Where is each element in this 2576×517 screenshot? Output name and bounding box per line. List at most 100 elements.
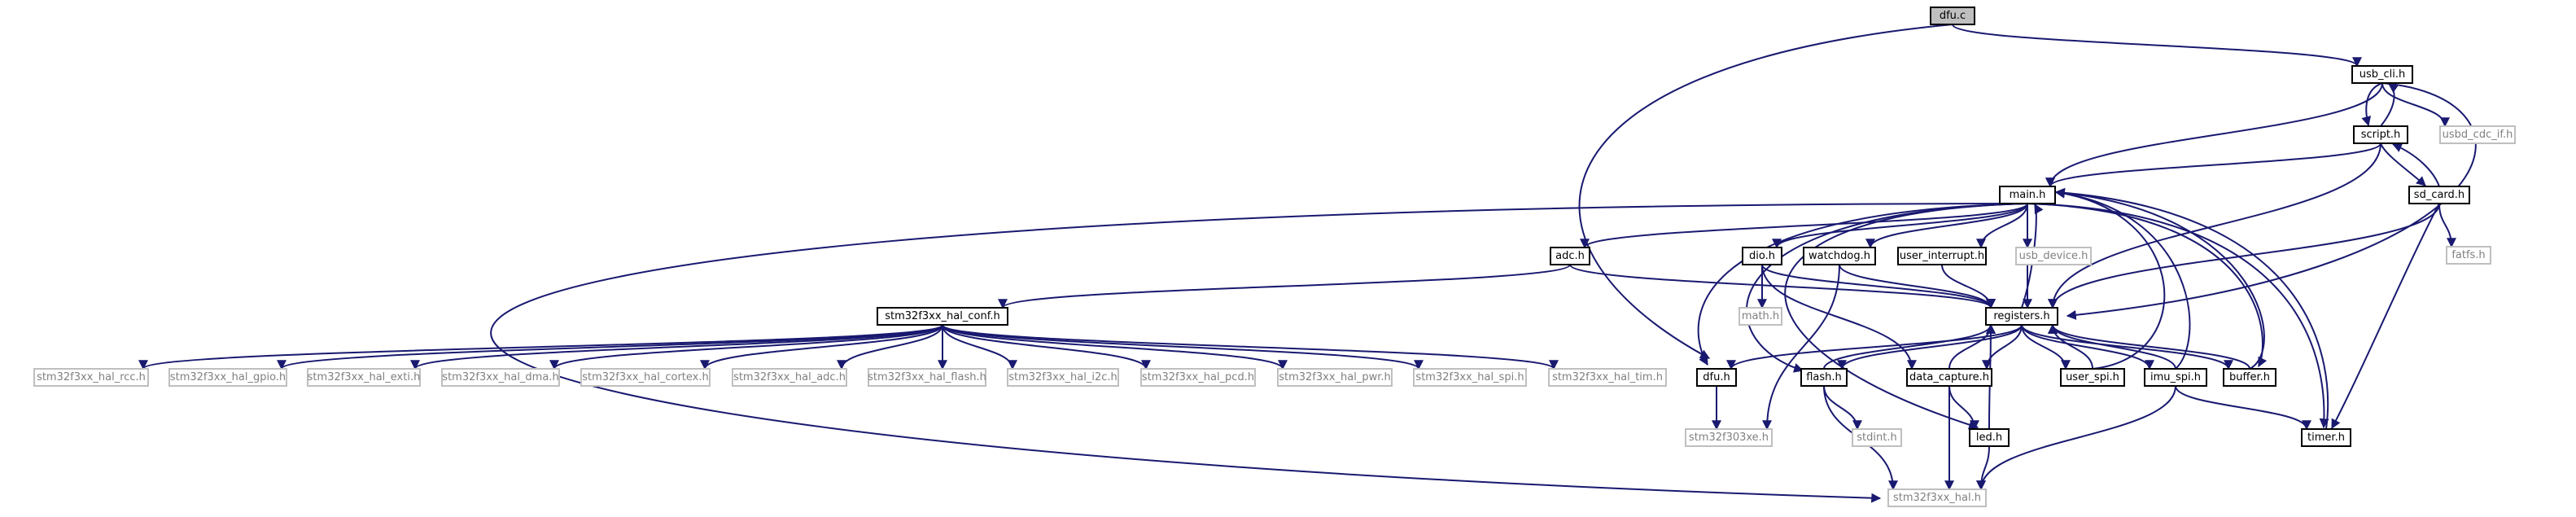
node-label: watchdog.h: [1808, 250, 1870, 262]
edge-registers-h-to-imu-spi-h: [2021, 324, 2154, 370]
node-dfu-h[interactable]: dfu.h: [1696, 368, 1737, 387]
node-hal-pwr-h: stm32f3xx_hal_pwr.h: [1277, 368, 1393, 387]
node-box: [2446, 246, 2491, 265]
edge-hal-conf-h-to-hal-cortex-h: [700, 324, 943, 370]
node-usb-cli-h[interactable]: usb_cli.h: [2351, 65, 2413, 84]
node-hal-i2c-h: stm32f3xx_hal_i2c.h: [1007, 368, 1119, 387]
node-label: stm32f303xe.h: [1689, 432, 1769, 444]
node-label: stm32f3xx_hal_pcd.h: [1142, 371, 1254, 383]
edge-timer-h-to-main-h: [2054, 187, 2329, 430]
node-box: [1999, 186, 2056, 204]
node-label: dio.h: [1749, 250, 1775, 262]
node-box: [2408, 186, 2470, 204]
edge-user-interrupt-h-to-registers-h: [1941, 264, 1996, 309]
edge-script-h-to-usb-cli-h: [2380, 83, 2399, 127]
node-box: [732, 368, 847, 387]
edge-watchdog-h-to-stm32f303xe-h: [1762, 264, 1840, 431]
node-label: dfu.h: [1703, 371, 1730, 383]
node-flash-h[interactable]: flash.h: [1800, 368, 1848, 387]
node-user-interrupt-h[interactable]: user_interrupt.h: [1897, 247, 1987, 265]
node-label: sd_card.h: [2414, 189, 2464, 201]
node-hal-conf-h[interactable]: stm32f3xx_hal_conf.h: [877, 307, 1008, 326]
node-box: [1969, 428, 2010, 447]
node-adc-h[interactable]: adc.h: [1550, 247, 1590, 265]
node-box: [877, 307, 1008, 326]
node-label: imu_spi.h: [2150, 371, 2201, 383]
edge-registers-h-to-buffer-h: [2021, 324, 2233, 370]
edge-registers-h-to-main-h: [2021, 203, 2044, 309]
edge-hal-conf-h-to-hal-exti-h: [410, 324, 943, 370]
node-box: [168, 368, 287, 387]
edge-hal-conf-h-to-hal-pwr-h: [942, 324, 1288, 370]
node-label: main.h: [2010, 189, 2046, 201]
node-stm32f3xx-hal-h: stm32f3xx_hal.h: [1887, 489, 1987, 507]
node-imu-spi-h[interactable]: imu_spi.h: [2144, 368, 2207, 387]
node-box: [1800, 368, 1848, 387]
edge-hal-conf-h-to-hal-gpio-h: [277, 324, 943, 370]
node-hal-adc-h: stm32f3xx_hal_adc.h: [732, 368, 847, 387]
node-label: script.h: [2361, 129, 2401, 141]
node-hal-spi-h: stm32f3xx_hal_spi.h: [1413, 368, 1527, 387]
node-dfu-c[interactable]: dfu.c: [1930, 7, 1975, 25]
node-label: user_interrupt.h: [1900, 250, 1984, 262]
node-dio-h[interactable]: dio.h: [1742, 247, 1782, 265]
edge-main-h-to-watchdog-h: [1865, 203, 2028, 249]
node-hal-gpio-h: stm32f3xx_hal_gpio.h: [168, 368, 287, 387]
edge-hal-conf-h-to-hal-spi-h: [942, 324, 1424, 370]
node-label: buffer.h: [2229, 371, 2270, 383]
node-label: stm32f3xx_hal_adc.h: [733, 371, 846, 383]
node-timer-h[interactable]: timer.h: [2301, 428, 2351, 447]
edge-hal-conf-h-to-hal-tim-h: [942, 324, 1559, 370]
node-label: led.h: [1976, 432, 2002, 444]
node-registers-h[interactable]: registers.h: [1985, 307, 2058, 326]
node-box: [1887, 489, 1987, 507]
node-box: [1548, 368, 1667, 387]
node-label: math.h: [1742, 310, 1779, 322]
node-label: stm32f3xx_hal_rcc.h: [37, 371, 146, 383]
node-label: stm32f3xx_hal_exti.h: [308, 371, 421, 383]
edge-dfu-c-to-usb-cli-h: [1952, 24, 2362, 68]
node-box: [1906, 368, 1992, 387]
node-box: [2223, 368, 2276, 387]
node-box: [1140, 368, 1256, 387]
edge-sd-card-h-to-fatfs-h: [2438, 203, 2456, 248]
edge-main-h-to-stm32f3xx-hal-h: [490, 203, 2028, 503]
edge-hal-conf-h-to-hal-dma-h: [549, 324, 943, 370]
edge-adc-h-to-registers-h: [1569, 264, 1996, 309]
edge-buffer-h-to-registers-h: [2048, 323, 2250, 370]
edge-script-h-to-main-h: [2045, 142, 2381, 188]
edge-adc-h-to-hal-conf-h: [998, 264, 1571, 309]
edge-script-h-to-registers-h: [2048, 142, 2381, 309]
node-box: [2301, 428, 2351, 447]
node-main-h[interactable]: main.h: [1999, 186, 2056, 204]
node-hal-exti-h: stm32f3xx_hal_exti.h: [307, 368, 421, 387]
node-box: [2060, 368, 2125, 387]
node-box: [2144, 368, 2207, 387]
edge-usb-cli-h-to-main-h: [2045, 82, 2383, 188]
node-label: user_spi.h: [2066, 371, 2119, 383]
node-data-capture-h[interactable]: data_capture.h: [1906, 368, 1992, 387]
node-label: stm32f3xx_hal_spi.h: [1415, 371, 1524, 383]
node-usb-device-h: usb_device.h: [2015, 247, 2092, 265]
edge-hal-conf-h-to-hal-i2c-h: [942, 324, 1017, 370]
node-led-h[interactable]: led.h: [1969, 428, 2010, 447]
edge-script-h-to-sd-card-h: [2380, 142, 2426, 186]
node-buffer-h[interactable]: buffer.h: [2223, 368, 2276, 387]
node-stm32f303xe-h: stm32f303xe.h: [1685, 428, 1773, 447]
node-box: [1803, 247, 1876, 265]
node-sd-card-h[interactable]: sd_card.h: [2408, 186, 2470, 204]
node-script-h[interactable]: script.h: [2353, 125, 2408, 144]
node-watchdog-h[interactable]: watchdog.h: [1803, 247, 1876, 265]
edge-main-h-to-dio-h: [1772, 203, 2028, 249]
node-fatfs-h: fatfs.h: [2446, 246, 2491, 265]
edge-dfu-c-to-dfu-h: [1578, 24, 1953, 359]
node-label: stm32f3xx_hal_i2c.h: [1008, 371, 1117, 383]
node-user-spi-h[interactable]: user_spi.h: [2060, 368, 2125, 387]
edge-flash-h-to-registers-h: [1823, 323, 1996, 370]
node-box: [1550, 247, 1590, 265]
edge-imu-spi-h-to-stm32f3xx-hal-h: [1976, 385, 2176, 491]
node-label: stm32f3xx_hal.h: [1893, 492, 1981, 504]
node-box: [1696, 368, 1737, 387]
node-box: [307, 368, 421, 387]
